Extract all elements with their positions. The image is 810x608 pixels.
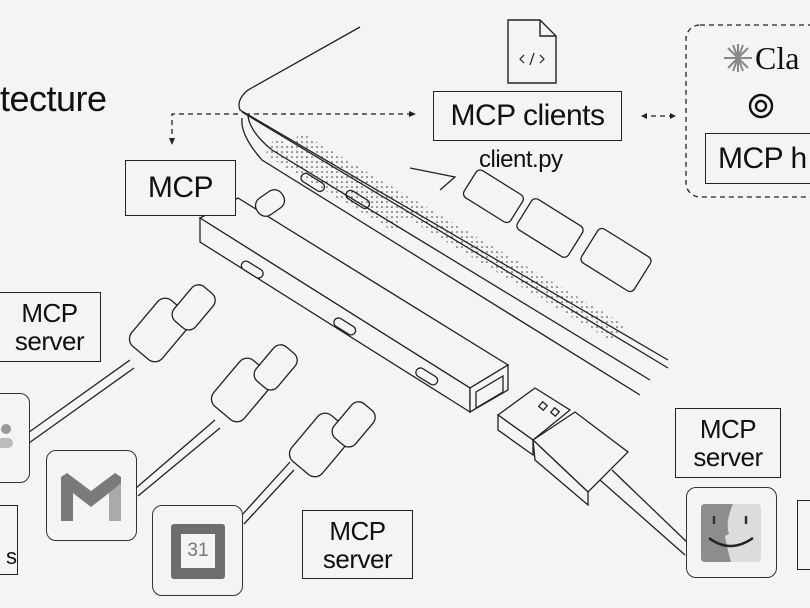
connection-arrows xyxy=(171,24,810,198)
claude-label: Cla xyxy=(755,40,800,76)
gmail-icon xyxy=(46,450,137,541)
gmail-glyph xyxy=(61,473,121,521)
google-calendar-icon: 31 xyxy=(152,505,243,596)
diagram-title: tecture xyxy=(0,78,107,119)
server-line1: MCP xyxy=(329,515,386,546)
usb-a-plug xyxy=(496,387,691,556)
finder-icon xyxy=(686,487,777,578)
partial-left-box: s xyxy=(0,505,18,575)
slack-icon xyxy=(0,393,30,483)
laptop xyxy=(238,26,669,396)
code-file-icon xyxy=(507,19,557,84)
mcp-clients-box: MCP clients xyxy=(433,91,622,141)
server-line2: server xyxy=(322,543,393,574)
server-line2: server xyxy=(693,442,763,472)
partial-left-text: s xyxy=(6,544,17,569)
mcp-host-box: MCP h xyxy=(705,133,810,184)
openai-icon xyxy=(748,93,774,119)
partial-right-box xyxy=(797,500,810,570)
claude-icon xyxy=(724,44,752,72)
server-line1: MCP xyxy=(699,414,757,444)
mcp-server-box: MCP server xyxy=(302,510,413,579)
usb-hub xyxy=(198,189,510,414)
server-line2: server xyxy=(14,326,85,356)
client-file-label: client.py xyxy=(479,146,563,173)
mcp-server-box: MCP server xyxy=(675,408,781,478)
usb-c-cables xyxy=(17,284,376,525)
server-line1: MCP xyxy=(21,298,78,328)
calendar-day: 31 xyxy=(181,534,215,568)
mcp-box: MCP xyxy=(125,160,236,216)
mcp-server-box: MCP server xyxy=(0,292,101,362)
finder-glyph xyxy=(701,504,761,562)
arrowheads xyxy=(169,111,676,145)
